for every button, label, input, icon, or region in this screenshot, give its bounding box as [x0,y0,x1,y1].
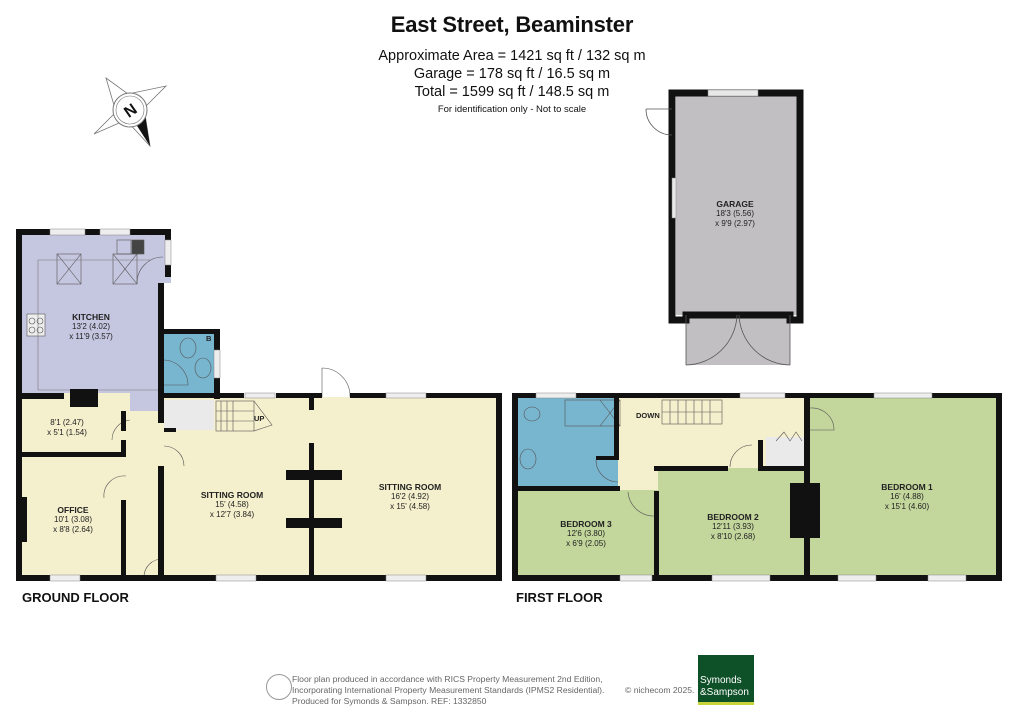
room-bedroom-2: BEDROOM 2 12'11 (3.93) x 8'10 (2.68) [707,512,759,541]
room-kitchen: KITCHEN 13'2 (4.02) x 11'9 (3.57) [69,312,113,341]
scale-note: For identification only - Not to scale [437,104,587,115]
symonds-sampson-logo: Symonds &Sampson [698,655,754,705]
north-compass-icon: N [93,76,168,148]
ground-floor-plan [16,228,502,582]
first-floor-plan [512,392,1002,582]
boiler-label: B [206,334,212,343]
approximate-area: Approximate Area = 1421 sq ft / 132 sq m [378,48,646,64]
ground-floor-label: GROUND FLOOR [22,590,129,605]
room-office: OFFICE 10'1 (3.08) x 8'8 (2.64) [53,505,93,534]
first-floor-label: FIRST FLOOR [516,590,603,605]
room-bedroom-3: BEDROOM 3 12'6 (3.80) x 6'9 (2.05) [560,519,612,548]
footer-text: Floor plan produced in accordance with R… [292,674,605,706]
room-sitting-room-1: SITTING ROOM 15' (4.58) x 12'7 (3.84) [200,490,264,519]
room-sitting-room-2: SITTING ROOM 16'2 (4.92) x 15' (4.58) [378,482,442,511]
garage-area: Garage = 178 sq ft / 16.5 sq m [413,66,611,82]
plan-title: East Street, Beaminster [390,12,634,37]
room-bedroom-1: BEDROOM 1 16' (4.88) x 15'1 (4.60) [881,482,933,511]
room-garage: GARAGE 18'3 (5.56) x 9'9 (2.97) [715,199,755,228]
stairs-up-label: UP [254,414,265,423]
total-area: Total = 1599 sq ft / 148.5 sq m [414,84,610,100]
room-store: 8'1 (2.47) x 5'1 (1.54) [47,418,87,437]
copyright: © nichecom 2025. [625,685,695,695]
ipms-person-icon [266,674,292,700]
stairs-down-label: DOWN [636,411,660,420]
garage-plan [645,89,804,366]
